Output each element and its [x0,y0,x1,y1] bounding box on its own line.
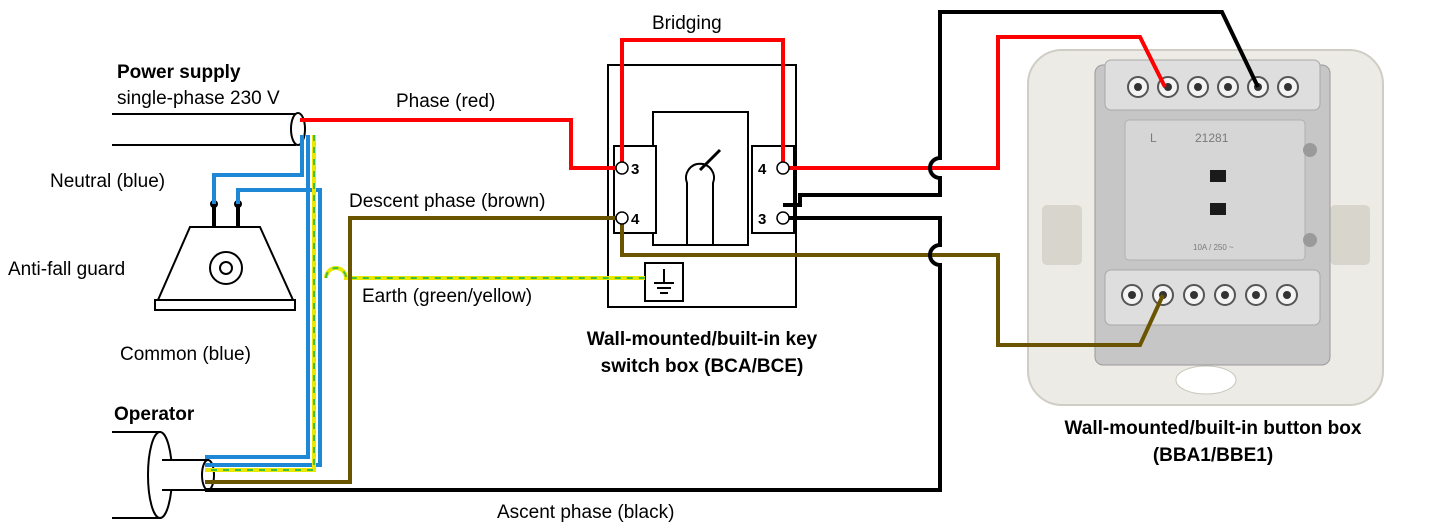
wire-neutral-blue [212,135,304,204]
terminal-point-right-4 [776,161,790,175]
ascent-phase-label: Ascent phase (black) [497,502,674,523]
wire-earth-green [205,135,315,471]
power-supply-cable [112,112,306,146]
wires [205,10,1260,492]
bottom-screw-hole-4 [1221,291,1229,299]
phase-red-label: Phase (red) [396,91,495,112]
terminal-label-left-top: 3 [631,161,639,178]
terminal-l-marking: L [1150,131,1157,145]
bottom-screw-hole-5 [1252,291,1260,299]
anti-fall-guard [154,200,296,311]
key-icon [698,148,722,172]
top-screw-hole-4 [1224,83,1232,91]
screw-slot [1175,365,1237,395]
wire-earth-to-switch [324,266,645,280]
key-cylinder-shape [685,162,715,245]
bottom-screw-hole-6 [1283,291,1291,299]
power-supply-subtitle: single-phase 230 V [117,88,280,109]
common-blue-label: Common (blue) [120,344,251,365]
button-box-title-line2: (BBA1/BBE1) [1153,445,1273,466]
module-screw-top [1303,143,1317,157]
bridging-label: Bridging [652,13,722,34]
key-switch-box [607,64,797,308]
bottom-terminal-block [1104,269,1321,326]
guard-base [154,299,296,311]
button-box-device: L 21281 10A / 250 ~ [1027,49,1384,406]
bottom-screw-hole-3 [1190,291,1198,299]
wire-descent-brown [205,216,1165,484]
key-switch-title-line1: Wall-mounted/built-in key [587,329,818,350]
operator-label: Operator [114,404,195,425]
bottom-screw-hole-1 [1128,291,1136,299]
top-screw-hole-1 [1134,83,1142,91]
power-supply-title: Power supply [117,62,241,83]
key-switch-title-line2: switch box (BCA/BCE) [601,356,804,377]
top-screw-hole-3 [1194,83,1202,91]
terminal-label-left-bottom: 4 [631,211,640,228]
anti-fall-guard-label: Anti-fall guard [8,259,125,280]
wire-red-to-button-box [783,35,1167,170]
terminal-point-left-3 [615,161,629,175]
terminal-label-right-bottom: 3 [758,211,766,228]
indicator-led-1 [1210,170,1226,182]
top-screw-hole-6 [1284,83,1292,91]
key-cylinder-frame [652,111,749,246]
module-face [1124,119,1306,261]
part-number-marking: 21281 [1195,131,1229,145]
terminal-point-left-4 [615,211,629,225]
wire-ascent-black [205,216,942,492]
descent-phase-label: Descent phase (brown) [349,191,545,212]
module-screw-bottom [1303,233,1317,247]
wire-bridging-red [620,38,785,168]
switch-terminal-points [615,161,790,225]
indicator-led-2 [1210,203,1226,215]
wire-common-blue [205,188,322,467]
terminal-label-right-top: 4 [758,161,767,178]
wire-supply-blue [205,135,310,459]
frame-clip-right [1330,205,1370,265]
wire-black-to-button-box [783,10,1260,207]
wire-phase-red [300,118,622,170]
neutral-blue-label: Neutral (blue) [50,171,165,192]
earth-symbol-icon [654,269,674,294]
earth-label: Earth (green/yellow) [362,286,532,307]
terminal-point-right-3 [776,211,790,225]
button-box-title-line1: Wall-mounted/built-in button box [1065,418,1362,439]
operator-motor [112,431,215,519]
rating-marking: 10A / 250 ~ [1193,243,1234,252]
frame-clip-left [1042,205,1082,265]
